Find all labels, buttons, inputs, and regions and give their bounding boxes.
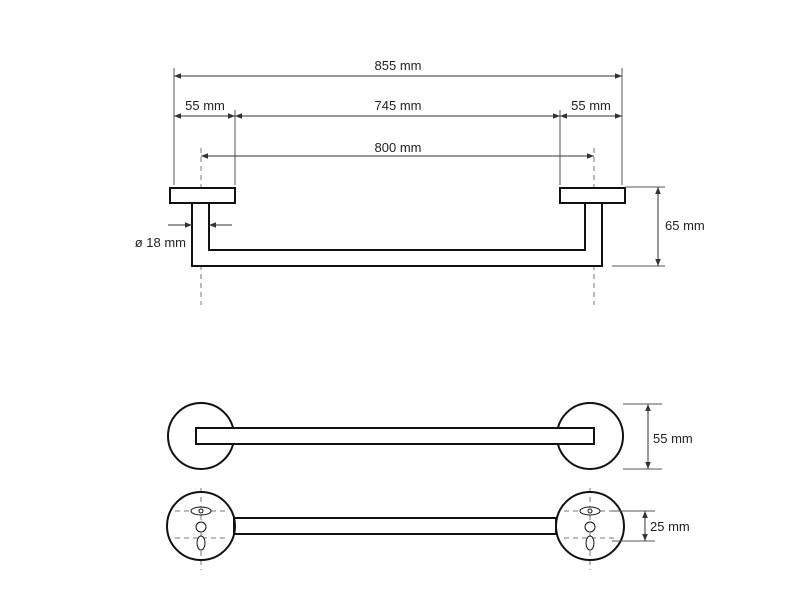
mounting-slot-right-lower-icon: [585, 535, 595, 551]
top-view: 55 mm: [167, 402, 693, 470]
set-screw-left-icon: [195, 521, 207, 533]
wall-plate-left: [169, 187, 236, 204]
mounting-slot-left-lower-icon: [196, 535, 206, 551]
dimension-label-right-rosette: 55 mm: [571, 98, 611, 113]
towel-bar-tube: [191, 201, 603, 267]
dimension-label-tube-diameter: ø 18 mm: [135, 235, 186, 250]
mounting-hole-right-upper-icon: [587, 508, 593, 514]
set-screw-right-icon: [584, 521, 596, 533]
dimension-label-projection: 65 mm: [665, 218, 705, 233]
side-view: 855 mm 55 mm 745 mm 55 mm 800 mm ø 18 mm…: [135, 58, 705, 305]
mounting-hole-left-upper-icon: [198, 508, 204, 514]
bottom-view: 25 mm: [166, 488, 690, 570]
bar-top-view: [195, 427, 595, 445]
dimension-label-center-distance: 800 mm: [375, 140, 422, 155]
rosette-left-bottom: [166, 491, 236, 561]
wall-plate-right: [559, 187, 626, 204]
dimension-label-hole-spacing: 25 mm: [650, 519, 690, 534]
dimension-label-left-rosette: 55 mm: [185, 98, 225, 113]
dimension-label-bar: 745 mm: [375, 98, 422, 113]
bar-bottom-view: [233, 517, 557, 535]
dimension-label-overall: 855 mm: [375, 58, 422, 73]
dimension-label-rosette-diameter: 55 mm: [653, 431, 693, 446]
rosette-right-bottom: [555, 491, 625, 561]
